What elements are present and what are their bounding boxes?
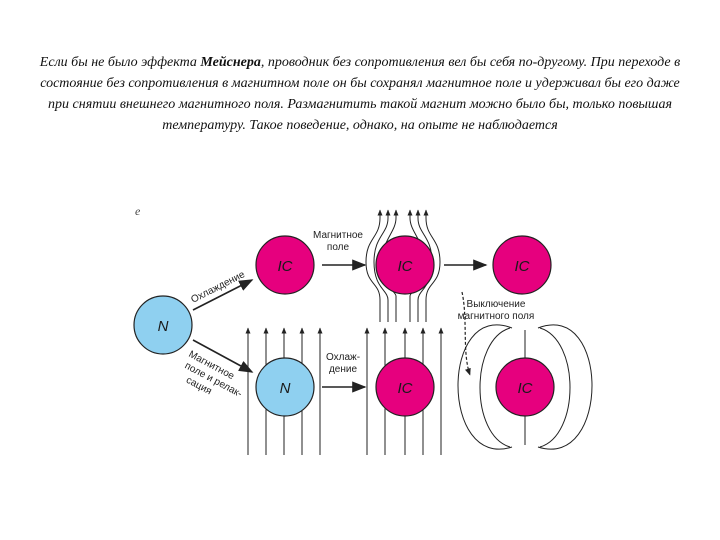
state-label-sc2: ΙC	[398, 258, 413, 275]
label-cool2-1: Охлаж-	[326, 352, 360, 363]
label-field-off-1: Выключение	[467, 299, 526, 310]
caption-text-end: , проводник без сопротивления вел бы себ…	[40, 55, 681, 133]
sc-circle-trapped-field	[375, 357, 435, 417]
sc-circle-field-expelled	[375, 235, 435, 295]
state-label-n1: N	[158, 318, 169, 335]
label-field-1: Магнитное	[313, 230, 363, 241]
state-label-sc5: ΙC	[518, 380, 533, 397]
normal-state-circle-in-field	[255, 357, 315, 417]
label-field-2: поле	[327, 242, 350, 253]
caption-text-start: Если бы не было эффекта	[39, 55, 201, 70]
state-label-sc1: ΙC	[278, 258, 293, 275]
field-off-arrow	[461, 291, 471, 376]
state-label-sc4: ΙC	[398, 380, 413, 397]
label-field-relax: Магнитное поле и релак- сация	[183, 349, 244, 400]
state-label-n2: N	[280, 380, 291, 397]
sc-circle-cooled	[255, 235, 315, 295]
caption-paragraph: Если бы не было эффекта Мейснера, провод…	[30, 52, 690, 136]
process-arrows	[192, 259, 488, 393]
sc-circle-field-off	[492, 235, 552, 295]
normal-state-circle-start	[133, 295, 193, 355]
panel-tag: e	[135, 204, 141, 218]
label-field-off-2: магнитного поля	[458, 311, 535, 322]
state-label-sc3: ΙC	[515, 258, 530, 275]
caption-bold-term: Мейснера	[200, 55, 261, 70]
sc-circle-permanent-magnet	[495, 357, 555, 417]
label-cool2-2: дение	[329, 364, 358, 375]
